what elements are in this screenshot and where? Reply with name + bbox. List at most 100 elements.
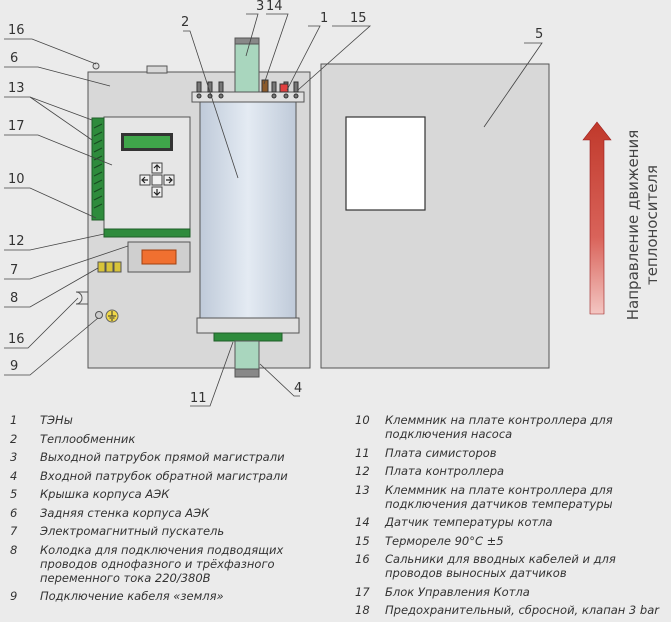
ground-icon [108, 311, 116, 321]
legend-text: Выходной патрубок прямой магистрали [40, 450, 285, 464]
legend-number: 15 [355, 533, 370, 548]
legend-text: Задняя стенка корпуса АЭК [40, 505, 210, 520]
legend-item: 11 Плата симисторов [355, 446, 667, 460]
terminal-board-side [91, 117, 105, 221]
legend-text: Электромагнитный пускатель [40, 524, 225, 538]
legend-number: 4 [10, 468, 18, 483]
legend-item: 16 Сальники для вводных кабелей и для про… [355, 552, 667, 580]
bottom-flange [196, 317, 300, 334]
legend-item: 8 Колодка для подключения подводящих пров… [10, 543, 340, 585]
legend-item: 13 Клеммник на плате контроллера для подк… [355, 483, 667, 511]
legend-item: 2 Теплообменник [10, 432, 340, 446]
legend-text: ТЭНы [40, 413, 73, 427]
legend-item: 6 Задняя стенка корпуса АЭК [10, 506, 340, 520]
flow-label-line2: теплоносителя [643, 165, 661, 285]
legend-number: 2 [10, 431, 18, 446]
legend-text: Блок Управления Котла [385, 584, 530, 599]
controller-board [103, 228, 191, 238]
legend-item: 7 Электромагнитный пускатель [10, 524, 340, 538]
legend-number: 17 [355, 584, 370, 599]
legend-text: Колодка для подключения подводящих прово… [40, 542, 284, 585]
heat-exchanger [199, 101, 297, 319]
legend-item: 3 Выходной патрубок прямой магистрали [10, 450, 340, 464]
callout-2: 2 [181, 15, 189, 30]
legend-number: 18 [355, 603, 370, 617]
legend-number: 5 [10, 487, 18, 501]
legend-text: Терморeле 90°C ±5 [385, 533, 504, 548]
callout-8: 8 [10, 291, 18, 306]
callout-15: 15 [350, 11, 367, 26]
legend-text: Предохранительный, сбросной, клапан 3 ba… [385, 603, 659, 617]
terminal-pins [93, 123, 103, 209]
callout-3: 3 [256, 0, 264, 14]
leader-lines [4, 13, 543, 407]
legend-text: Сальники для вводных кабелей и для прово… [385, 552, 616, 580]
callout-6: 6 [10, 51, 18, 66]
legend-item: 15 Терморeле 90°C ±5 [355, 534, 667, 548]
legend-text: Клеммник на плате контроллера для подклю… [385, 482, 613, 511]
callout-12: 12 [8, 234, 25, 249]
callout-1: 1 [320, 11, 328, 26]
legend-item: 10 Клеммник на плате контроллера для подк… [355, 413, 667, 441]
legend-number: 6 [10, 505, 18, 520]
legend-left: 1 ТЭНы 2 Теплообменник 3 Выходной патрубок пр… [10, 413, 340, 608]
triac-board [213, 332, 283, 342]
terminal-block [97, 261, 122, 273]
callout-16-side: 16 [8, 332, 25, 347]
legend-number: 9 [10, 589, 18, 603]
top-gland [146, 65, 168, 74]
legend-number: 16 [355, 552, 370, 566]
legend-text: Теплообменник [40, 431, 136, 446]
legend-text: Плата контроллера [385, 464, 505, 478]
legend-number: 14 [355, 515, 370, 529]
legend-item: 1 ТЭНы [10, 413, 340, 427]
legend-text: Входной патрубок обратной магистрали [40, 468, 288, 483]
callout-5: 5 [535, 27, 543, 42]
callout-17: 17 [8, 119, 25, 134]
legend-text: Датчик температуры котла [385, 515, 553, 529]
legend-item: 18 Предохранительный, сбросной, клапан 3 … [355, 603, 667, 617]
callout-10: 10 [8, 172, 25, 187]
dpad-arrows [141, 164, 173, 196]
legend-number: 7 [10, 524, 18, 538]
callout-16-top: 16 [8, 23, 25, 38]
outlet-pipe [234, 37, 260, 93]
legend-text: Крышка корпуса АЭК [40, 487, 170, 501]
flow-label-line1: Направление движения [624, 130, 642, 320]
callout-7: 7 [10, 263, 18, 278]
contactor-indicator [141, 249, 177, 265]
legend-item: 4 Входной патрубок обратной магистрали [10, 469, 340, 483]
legend-text: Клеммник на плате контроллера для подклю… [385, 413, 613, 441]
control-display-screen [124, 136, 170, 148]
legend-number: 1 [10, 413, 18, 427]
gland-16-top [92, 62, 100, 70]
legend-item: 5 Крышка корпуса АЭК [10, 487, 340, 501]
legend-number: 8 [10, 542, 18, 557]
legend-number: 10 [355, 413, 370, 427]
callout-13: 13 [8, 81, 25, 96]
legend-item: 17 Блок Управления Котла [355, 585, 667, 599]
callout-9: 9 [10, 359, 18, 374]
inlet-pipe-cap [234, 368, 260, 378]
legend-text: Плата симисторов [385, 445, 497, 460]
legend-item: 14 Датчик температуры котла [355, 515, 667, 529]
ground-screw [95, 311, 103, 319]
callout-11: 11 [190, 391, 207, 406]
side-gland [75, 291, 89, 305]
callout-14: 14 [266, 0, 283, 14]
legend-number: 12 [355, 464, 370, 478]
housing-cover [320, 63, 550, 369]
legend-item: 9 Подключение кабеля «земля» [10, 589, 340, 603]
boiler-diagram: Направление движения теплоносителя 16 6 … [4, 0, 661, 407]
legend-text: Подключение кабеля «земля» [40, 589, 224, 603]
cover-window [345, 116, 426, 211]
legend-number: 13 [355, 482, 370, 497]
flow-arrow-icon [582, 121, 612, 315]
callout-4: 4 [294, 381, 302, 396]
legend-item: 12 Плата контроллера [355, 464, 667, 478]
thermostat [279, 83, 289, 93]
legend-number: 11 [355, 445, 370, 460]
outlet-pipe-cap [234, 37, 260, 45]
legend-number: 3 [10, 450, 18, 464]
